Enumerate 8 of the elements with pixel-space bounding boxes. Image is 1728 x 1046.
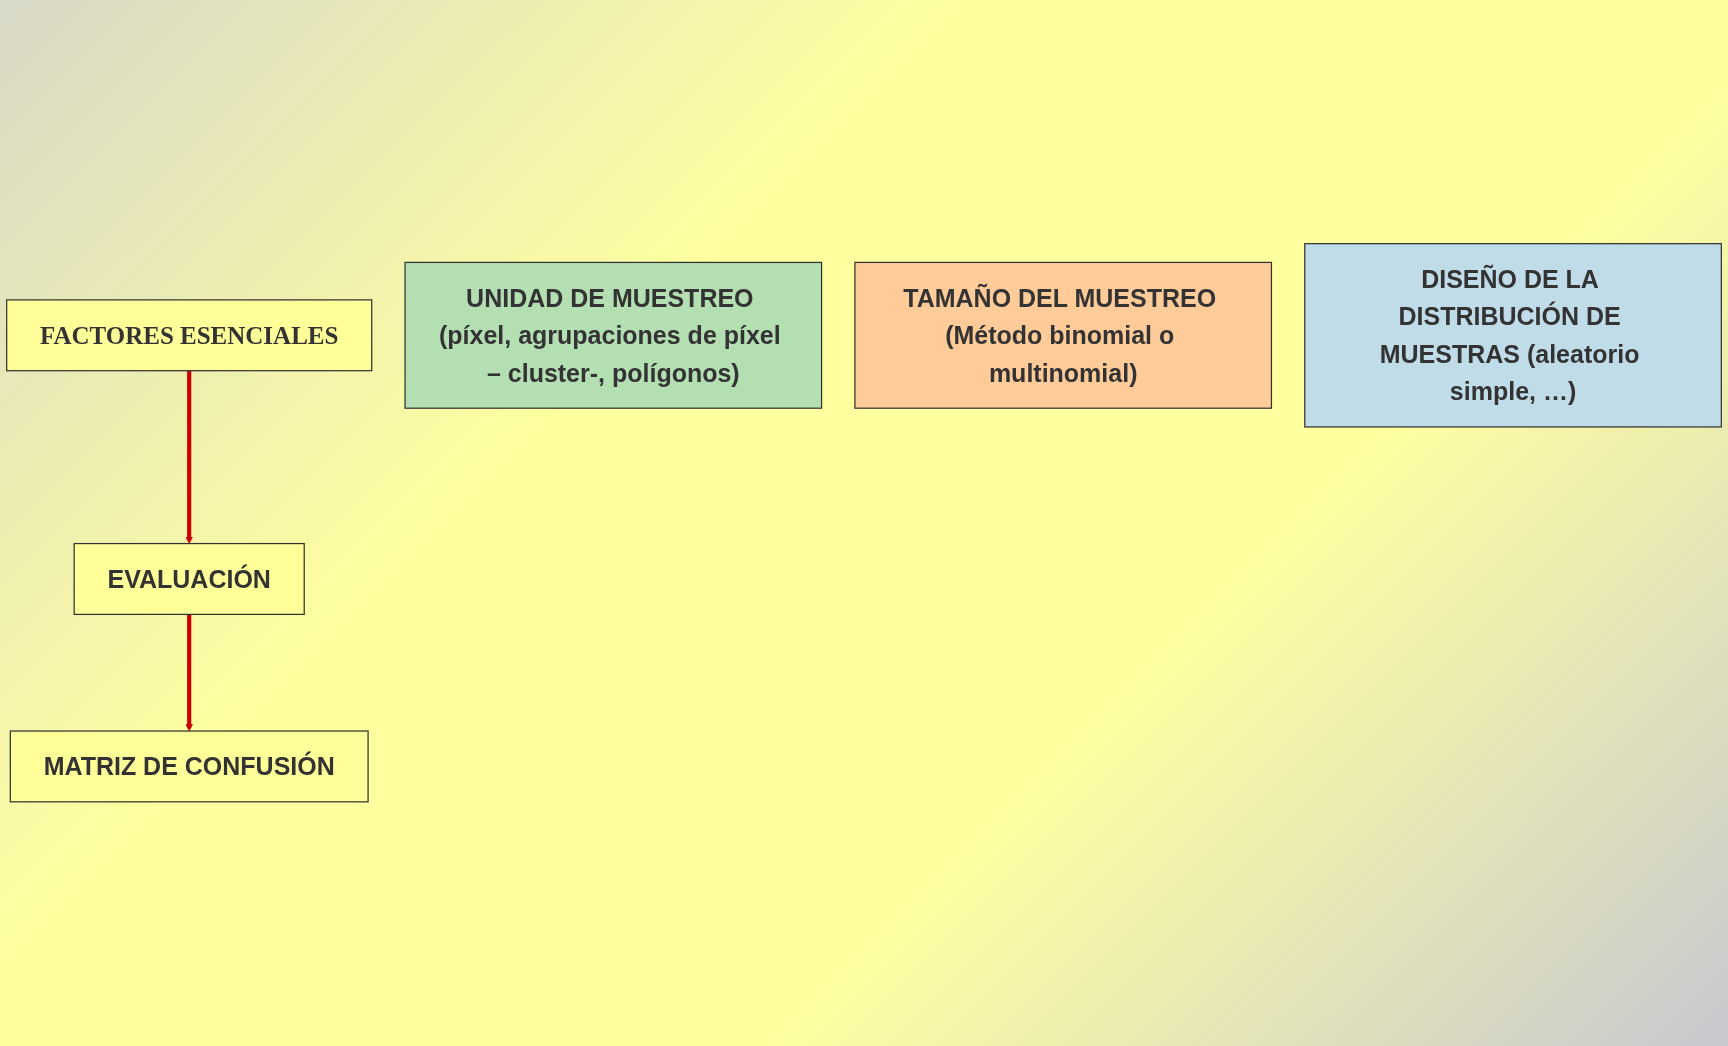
arrow xyxy=(185,370,193,545)
node-box: FACTORES ESENCIALES xyxy=(6,299,373,372)
node-box: EVALUACIÓN xyxy=(73,543,305,616)
node-box: DISEÑO DE LA DISTRIBUCIÓN DE MUESTRAS (aleatorio simple, …) xyxy=(1304,243,1722,428)
arrow xyxy=(185,614,193,732)
node-box: UNIDAD DE MUESTREO (píxel, agrupaciones de píxel – cluster-, polígonos) xyxy=(404,262,823,410)
node-box: MATRIZ DE CONFUSIÓN xyxy=(9,730,369,803)
node-box: TAMAÑO DEL MUESTREO (Método binomial o multinomial) xyxy=(854,262,1273,410)
